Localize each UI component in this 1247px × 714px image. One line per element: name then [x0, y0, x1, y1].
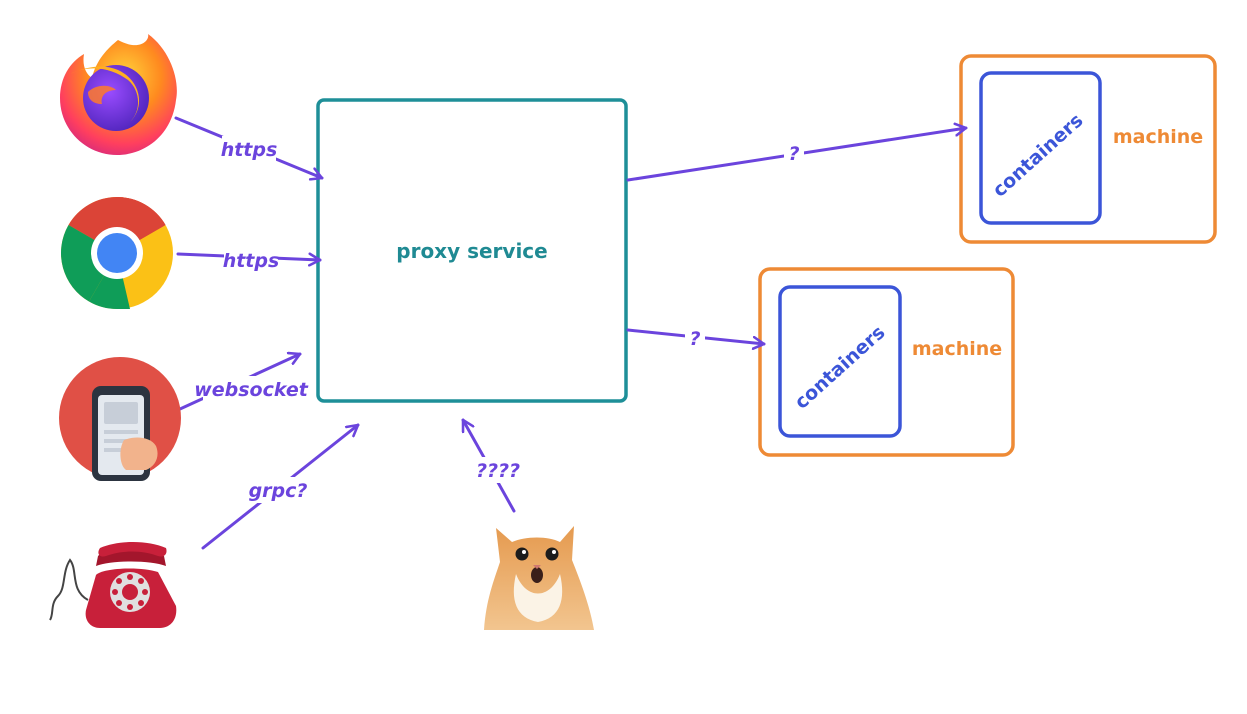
link-label-machine-1: ? [788, 143, 799, 165]
containers-box-1 [979, 71, 1102, 225]
machine-box-2 [758, 267, 1015, 457]
proxy-service-label: proxy service [396, 239, 547, 263]
mobile-phone-icon [59, 357, 181, 481]
chrome-icon [60, 196, 173, 310]
protocol-label-mobile: websocket [194, 379, 309, 401]
firefox-icon [60, 34, 177, 155]
protocol-label-telephone: grpc? [249, 480, 308, 502]
containers-label-2: containers [791, 321, 890, 413]
proxy-service-box [316, 98, 628, 403]
machine-label-1: machine [1113, 126, 1203, 148]
rotary-telephone-icon [49, 542, 177, 628]
link-label-machine-2: ? [689, 328, 700, 350]
containers-label-1: containers [989, 109, 1088, 201]
protocol-label-chrome: https [223, 250, 280, 272]
protocol-label-firefox: https [221, 139, 278, 161]
containers-box-2 [778, 285, 902, 438]
protocol-label-cat: ???? [476, 460, 520, 482]
machine-box-1 [959, 54, 1217, 244]
cat-icon [484, 526, 594, 630]
machine-label-2: machine [912, 338, 1002, 360]
